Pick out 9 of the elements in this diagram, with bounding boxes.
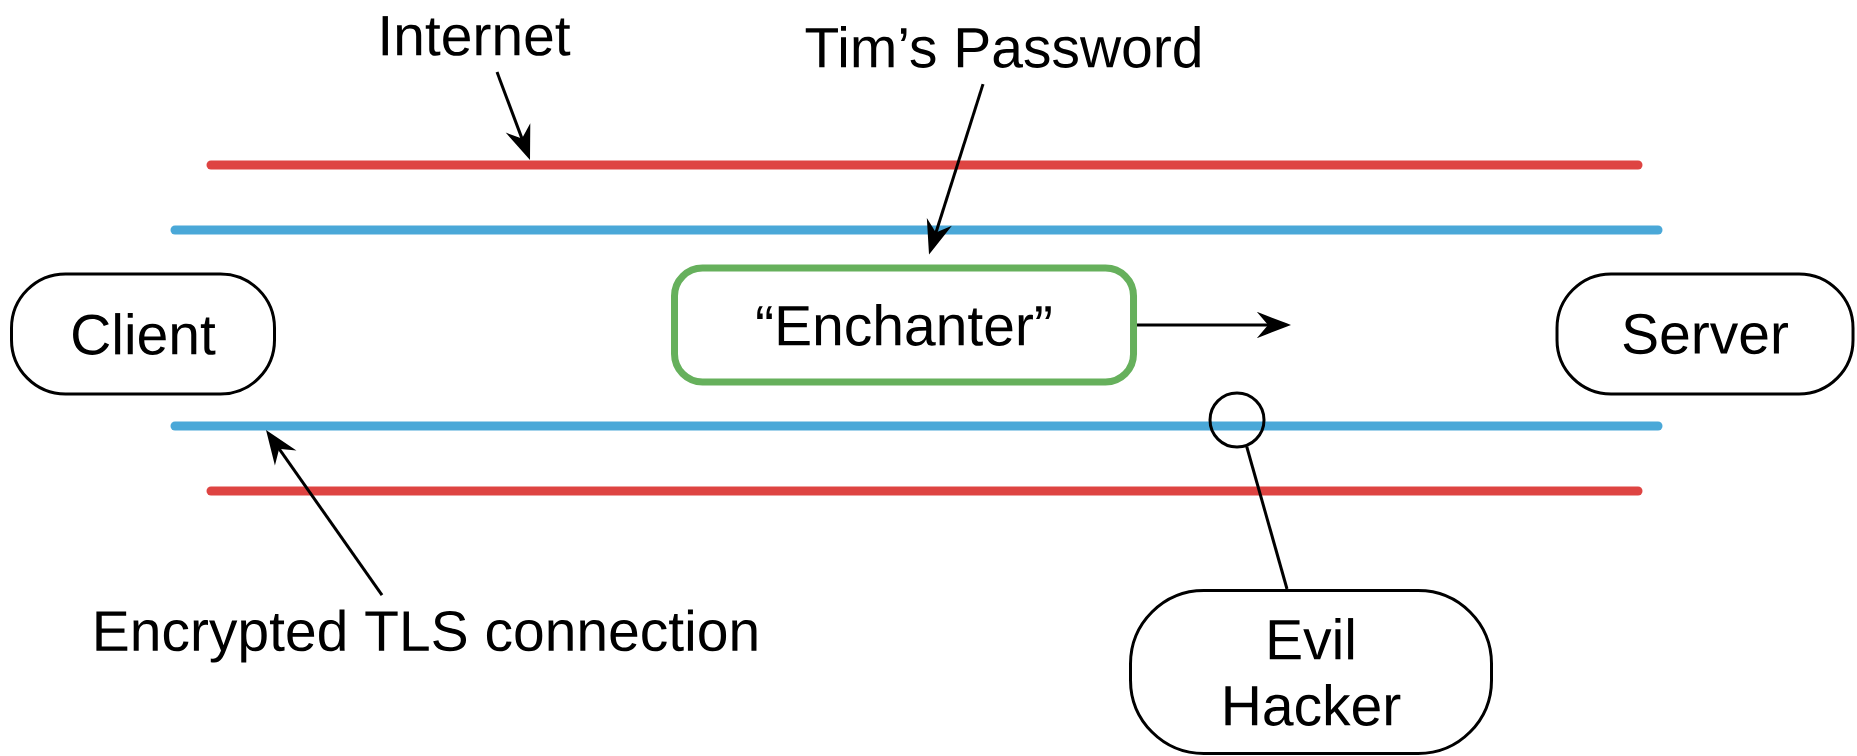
rounded-box: Evil Hacker (1129, 589, 1493, 755)
message-box: “Enchanter” (671, 264, 1137, 386)
connector-line (1245, 446, 1289, 590)
rounded-box: Client (10, 272, 276, 396)
label-text: Tim’s Password (805, 26, 1200, 68)
label-text: Encrypted TLS connection (96, 609, 757, 663)
tap-point-circle (1208, 391, 1266, 449)
label-text: Internet (382, 16, 571, 56)
rounded-box: Server (1555, 272, 1855, 396)
